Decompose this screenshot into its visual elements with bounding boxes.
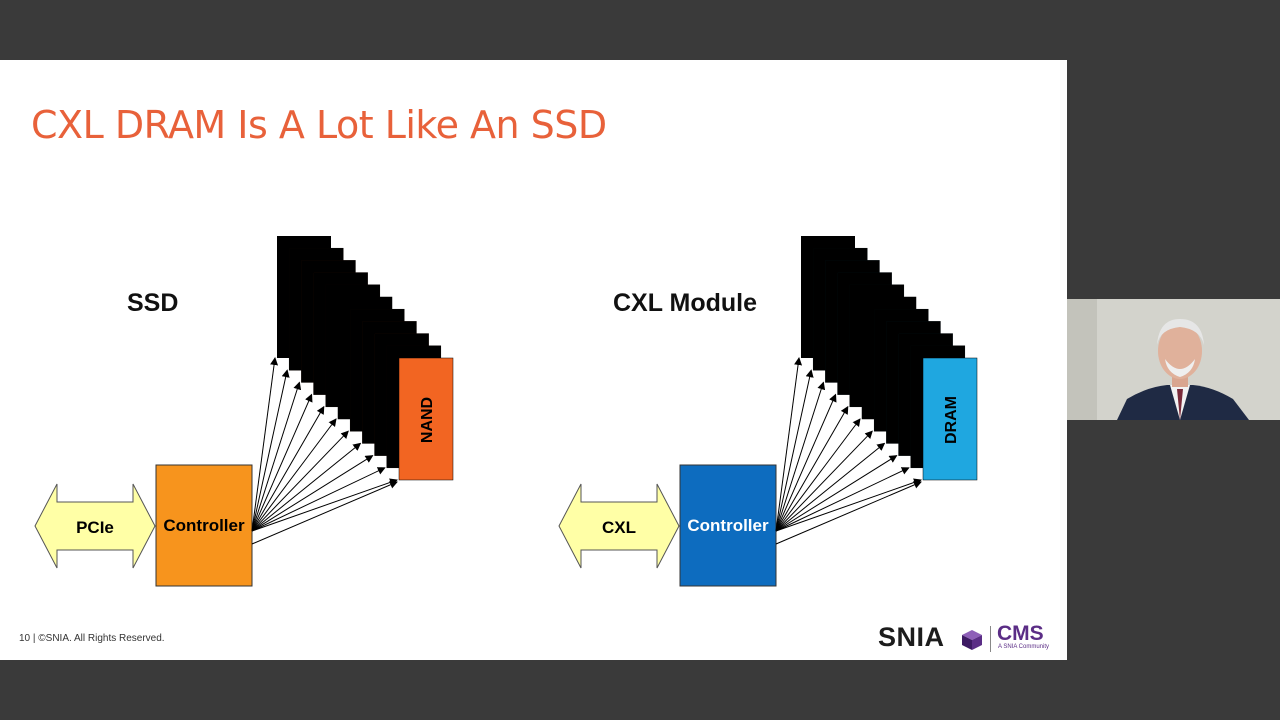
cms-logo-text: CMS [997, 622, 1044, 645]
cxl-channel-arrow [775, 442, 886, 532]
cxl-interface-arrow [558, 483, 680, 569]
cxl-channel-arrow [775, 357, 803, 532]
cxl-channel-arrow [775, 467, 910, 532]
ssd-channel-arrow [251, 481, 398, 545]
ssd-channel-arrow [251, 455, 374, 532]
ssd-controller-label: Controller [163, 516, 245, 535]
cxl-channel-arrow [775, 478, 922, 532]
snia-logo-text: SNIA [878, 622, 945, 652]
ssd-interface-arrow [34, 483, 156, 569]
ssd-channel-arrow [251, 369, 290, 532]
ssd-channel-arrow [251, 442, 362, 532]
ssd-channel-arrow [251, 357, 279, 532]
presenter-video[interactable] [1067, 299, 1280, 420]
snia-cube-icon [962, 630, 982, 650]
ssd-channel-arrow [251, 381, 302, 532]
cxl-module-label: CXL Module [613, 289, 757, 317]
ssd-controller-box [155, 464, 253, 587]
slide-title: CXL DRAM Is A Lot Like An SSD [31, 103, 607, 147]
cxl-controller-label: Controller [687, 516, 769, 535]
ssd-channel-arrow [251, 467, 386, 532]
ssd-interface-label: PCIe [76, 518, 114, 537]
cxl-chip-label: DRAM [943, 396, 960, 444]
ssd-channel-arrow [251, 430, 349, 532]
ssd-chip-label: NAND [419, 397, 436, 443]
ssd-channel-arrow [251, 393, 313, 532]
presenter-avatar-icon [1067, 299, 1280, 420]
cms-subtitle: A SNIA Community [998, 644, 1050, 650]
cxl-controller-box [679, 464, 777, 587]
ssd-label: SSD [127, 289, 179, 317]
snia-cms-logo: SNIA CMS A SNIA Community [878, 622, 1058, 656]
cxl-chip [922, 357, 978, 481]
ssd-channel-arrow [251, 478, 398, 532]
cxl-channel-arrow [775, 369, 814, 532]
ssd-channel-arrow [251, 405, 325, 532]
cxl-interface-label: CXL [602, 518, 636, 537]
logo-divider [990, 626, 991, 652]
cxl-channel-arrow [775, 481, 922, 545]
cxl-channel-arrow [775, 393, 837, 532]
slide-footer: 10 | ©SNIA. All Rights Reserved. [19, 633, 165, 644]
cxl-channel-arrow [775, 455, 898, 532]
cxl-channel-arrow [775, 418, 861, 532]
ssd-channel-arrow [251, 418, 337, 532]
architecture-diagram: PCIe NAND Controller CXL DRAM Controller [34, 236, 978, 587]
cxl-channel-arrow [775, 430, 873, 532]
ssd-chip [398, 357, 454, 481]
slide: CXL DRAM Is A Lot Like An SSD SSD CXL Mo… [0, 60, 1067, 660]
cxl-channel-arrow [775, 405, 849, 532]
cxl-channel-arrow [775, 381, 826, 532]
